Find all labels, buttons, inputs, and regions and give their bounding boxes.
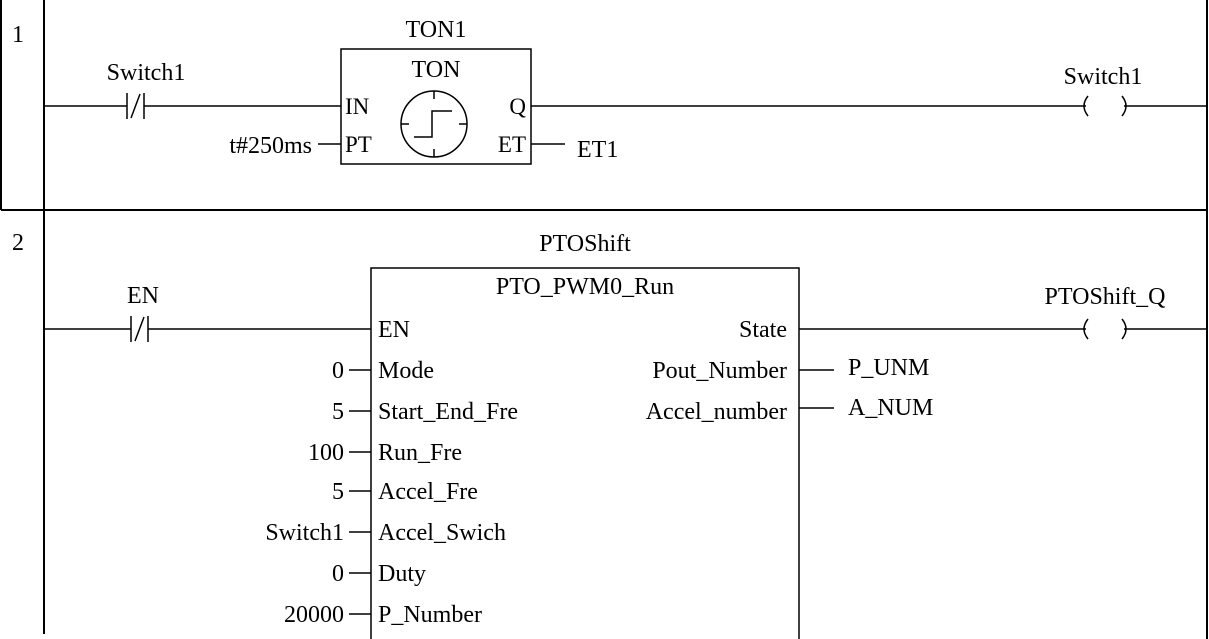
rung-1[interactable]: 1 Switch1 TON1 TON IN PT	[12, 17, 1207, 165]
ton-block[interactable]: TON1 TON IN PT Q ET t#250ms ET1	[229, 17, 618, 165]
input-mode: 0 Mode	[332, 358, 434, 384]
pin-et: ET	[498, 132, 526, 157]
input-value: 5	[332, 479, 344, 505]
output-value: A_NUM	[848, 395, 933, 421]
input-duty: 0 Duty	[332, 561, 426, 587]
coil-ptoshift-q[interactable]: PTOShift_Q	[1045, 284, 1207, 340]
input-value: 0	[332, 561, 344, 587]
input-pin: Mode	[378, 358, 434, 384]
input-accel-swich: Switch1 Accel_Swich	[265, 520, 506, 546]
block-instance-name: PTOShift	[539, 231, 631, 257]
rung-2[interactable]: 2 EN PTOShift PTO_PWM0_Run EN 0 Mode	[12, 230, 1207, 639]
timer-clock-icon	[400, 90, 468, 158]
rung-number: 2	[12, 230, 24, 256]
pin-state: State	[739, 317, 787, 343]
output-pin: Accel_number	[646, 399, 787, 425]
output-value: P_UNM	[848, 355, 929, 381]
input-pin: Start_End_Fre	[378, 399, 518, 425]
et-value: ET1	[577, 137, 618, 163]
rung-number: 1	[12, 22, 24, 48]
output-accel-number: Accel_number A_NUM	[646, 395, 934, 425]
pin-in: IN	[345, 94, 370, 119]
input-pin: Accel_Fre	[378, 479, 478, 505]
input-value: 5	[332, 399, 344, 425]
block-type-name: TON	[412, 57, 461, 83]
input-accel-fre: 5 Accel_Fre	[332, 479, 478, 505]
contact-label: Switch1	[107, 60, 186, 86]
input-value: 0	[332, 358, 344, 384]
pin-en: EN	[378, 317, 410, 343]
input-pin: Duty	[378, 561, 426, 587]
input-run-fre: 100 Run_Fre	[308, 440, 462, 466]
contact-label: EN	[127, 283, 159, 309]
block-type-name: PTO_PWM0_Run	[496, 274, 674, 300]
coil-label: Switch1	[1064, 64, 1143, 90]
input-p-number: 20000 P_Number	[284, 602, 482, 628]
pin-pt: PT	[345, 132, 372, 157]
pto-pwm-run-block[interactable]: PTOShift PTO_PWM0_Run EN 0 Mode 5 Start_…	[265, 231, 933, 639]
input-value: 20000	[284, 602, 344, 628]
input-value: Switch1	[265, 520, 344, 546]
coil-switch1[interactable]: Switch1	[1064, 64, 1207, 117]
input-pin: P_Number	[378, 602, 482, 628]
nc-contact-en[interactable]: EN	[44, 283, 371, 342]
coil-label: PTOShift_Q	[1045, 284, 1166, 310]
input-value: 100	[308, 440, 344, 466]
input-pin: Run_Fre	[378, 440, 462, 466]
pin-q: Q	[509, 94, 526, 119]
input-pin: Accel_Swich	[378, 520, 506, 546]
block-frame	[370, 267, 800, 639]
nc-contact-switch1[interactable]: Switch1	[44, 60, 341, 119]
pt-value: t#250ms	[229, 133, 312, 159]
output-pin: Pout_Number	[652, 358, 787, 384]
input-start-end-fre: 5 Start_End_Fre	[332, 399, 518, 425]
block-instance-name: TON1	[406, 17, 467, 43]
output-pout-number: Pout_Number P_UNM	[652, 355, 929, 384]
